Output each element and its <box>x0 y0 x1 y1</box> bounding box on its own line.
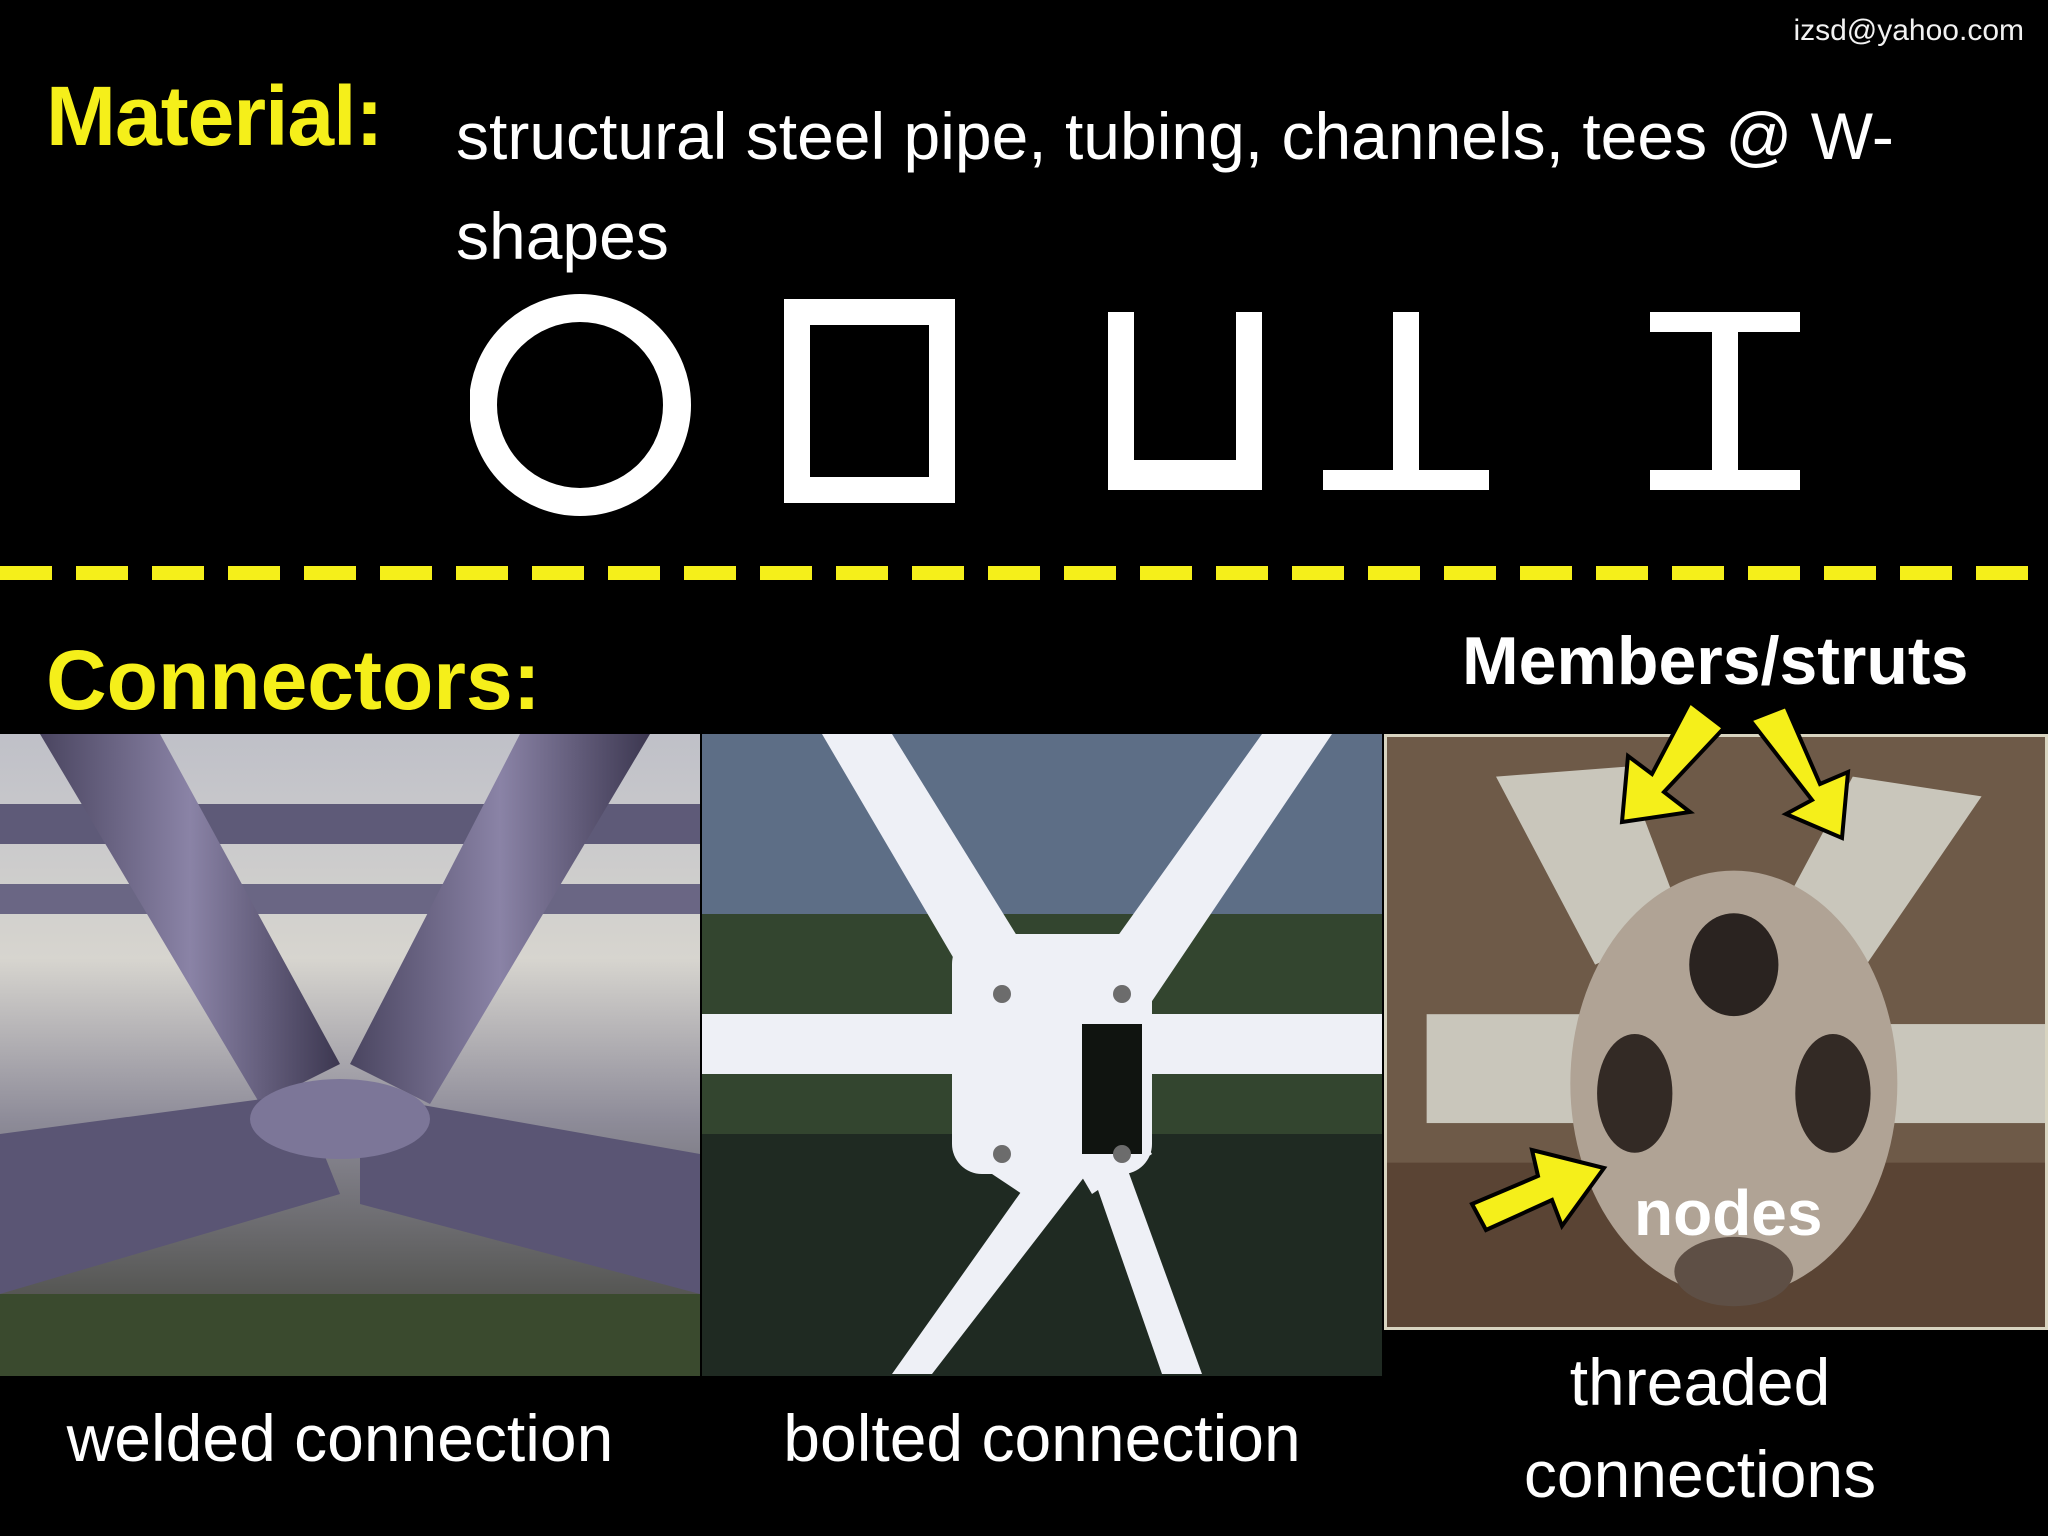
author-email: izsd@yahoo.com <box>1793 14 2024 47</box>
welded-connection-photo <box>0 734 700 1376</box>
nodes-label: nodes <box>1634 1177 1823 1249</box>
caption-welded: welded connection <box>66 1401 614 1475</box>
section-shapes <box>470 294 1800 516</box>
caption-bolted: bolted connection <box>783 1401 1301 1475</box>
connectors-heading: Connectors: <box>46 633 541 727</box>
pipe-section-icon <box>470 294 691 516</box>
tube-section-icon <box>784 299 955 503</box>
bolted-connection-photo <box>702 734 1382 1376</box>
w-shape-section-icon <box>1650 312 1800 490</box>
channel-section-icon <box>1108 312 1262 490</box>
members-struts-label: Members/struts <box>1462 623 1969 699</box>
material-description: structural steel pipe, tubing, channels,… <box>456 99 1894 273</box>
material-heading: Material: <box>46 69 383 163</box>
caption-threaded: threaded connections <box>1523 1345 1877 1511</box>
section-divider <box>0 566 2048 580</box>
tee-section-icon <box>1323 312 1489 490</box>
